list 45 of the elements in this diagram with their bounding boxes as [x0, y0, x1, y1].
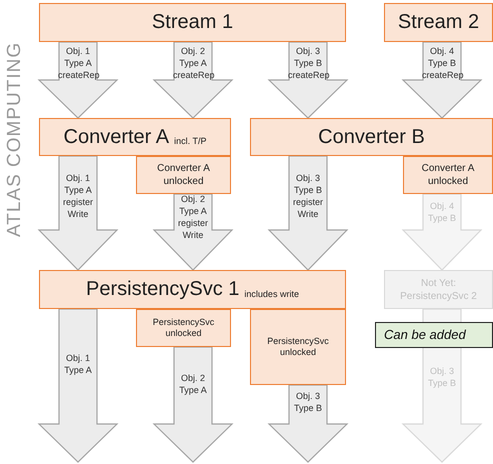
- edge-label: Obj. 3 Type B register Write: [292, 172, 324, 220]
- block-arrow: [38, 41, 118, 119]
- block-arrow: [152, 346, 234, 463]
- block-arrow: [268, 384, 348, 463]
- box-title: PersistencySvc unlocked: [266, 336, 330, 358]
- block-arrow: [38, 155, 118, 271]
- edge-label: Obj. 3 Type B: [292, 390, 323, 414]
- box-title: Converter A unlocked: [420, 162, 476, 188]
- block-arrow: [38, 308, 118, 463]
- box-title: PersistencySvc unlocked: [152, 317, 216, 339]
- box-note: incl. T/P: [174, 135, 206, 147]
- block-arrow: [402, 41, 482, 119]
- block-arrow: [268, 155, 348, 271]
- edge-label: Obj. 1 Type A register Write: [62, 172, 94, 220]
- edge-label: Obj. 2 Type A: [178, 372, 208, 396]
- block-arrow: [152, 193, 234, 271]
- process-box: [250, 309, 346, 385]
- box-title: Stream 1: [152, 10, 234, 35]
- process-box: [136, 156, 231, 194]
- block-arrow: [268, 41, 348, 119]
- box-title: Stream 2: [398, 10, 480, 35]
- note-box: [375, 322, 493, 348]
- block-arrow: [152, 41, 234, 119]
- edge-label: Obj. 4 Type B createRep: [422, 45, 462, 81]
- box-note: includes write: [244, 288, 299, 300]
- edge-label: Obj. 1 Type A: [63, 352, 93, 376]
- process-box: [403, 156, 493, 194]
- process-box: [384, 3, 493, 42]
- box-title: PersistencySvc 1: [86, 277, 240, 302]
- edge-label: Obj. 2 Type A register Write: [176, 193, 209, 241]
- process-box: [136, 309, 231, 347]
- box-title: Converter A unlocked: [156, 162, 211, 188]
- process-box: [384, 270, 493, 309]
- box-title: Can be added: [383, 327, 466, 343]
- process-box: [39, 270, 346, 309]
- edge-label: Obj. 2 Type A createRep: [173, 45, 213, 81]
- edge-label: Obj. 3 Type B createRep: [288, 45, 328, 81]
- side-label: ATLAS COMPUTING: [4, 40, 26, 240]
- block-arrow: [402, 193, 482, 271]
- process-box: [250, 118, 493, 156]
- edge-label: Obj. 1 Type A createRep: [58, 45, 98, 81]
- process-box: [39, 3, 346, 42]
- process-box: [39, 118, 231, 156]
- box-title: Converter A: [64, 124, 170, 150]
- box-title: Converter B: [318, 124, 425, 150]
